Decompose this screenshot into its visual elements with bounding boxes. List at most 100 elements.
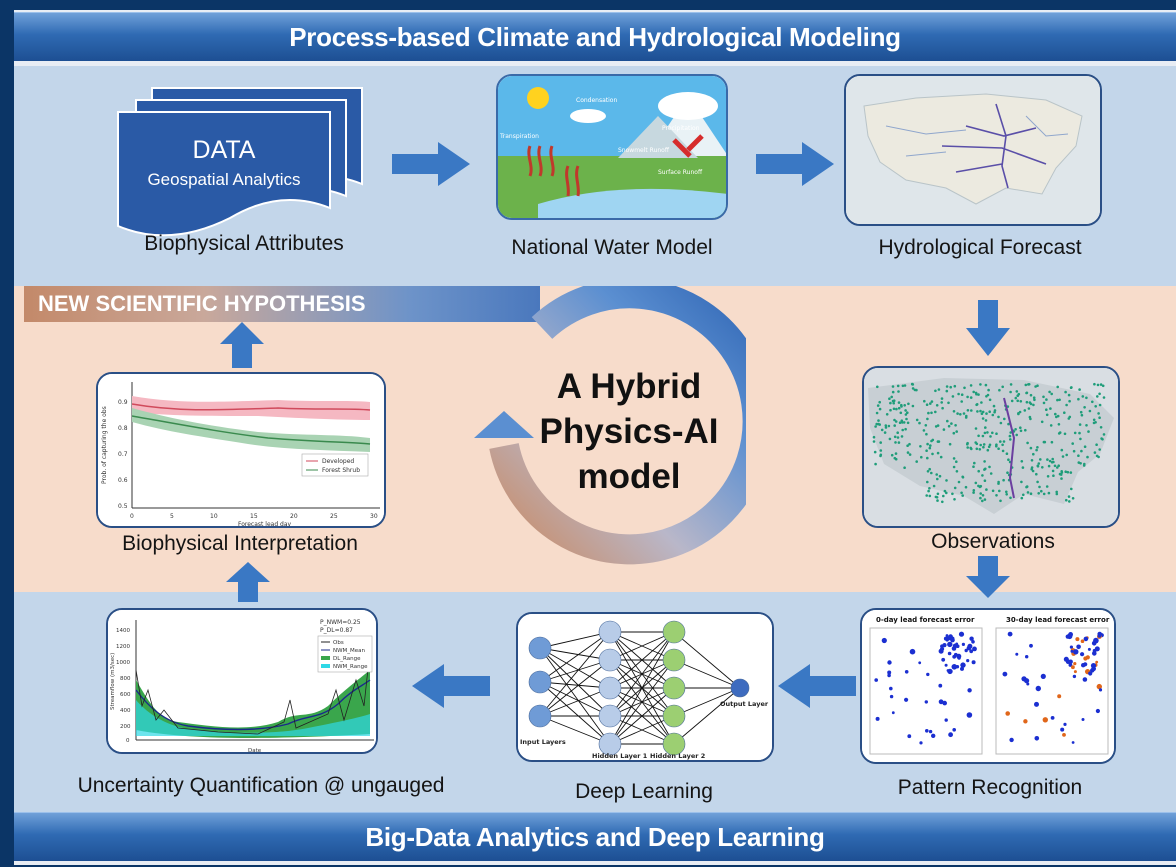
station-dot xyxy=(988,465,991,469)
station-dot xyxy=(1079,437,1082,441)
data-document-icon xyxy=(117,87,363,237)
label-pattern-recognition: Pattern Recognition xyxy=(897,776,1083,799)
error-dot xyxy=(960,662,966,668)
station-dot xyxy=(900,419,904,422)
station-dot xyxy=(945,389,949,393)
nn-node xyxy=(662,676,686,700)
station-dot xyxy=(1025,391,1029,395)
station-dot xyxy=(991,489,995,493)
station-dot xyxy=(902,421,906,424)
uq-legend-nwm-mean: NWM_Mean xyxy=(333,648,366,654)
station-dot xyxy=(985,488,988,491)
station-dot xyxy=(984,426,987,429)
uq-ytick-1400: 1400 xyxy=(116,628,130,634)
nn-connection xyxy=(673,687,741,717)
nn-node xyxy=(662,620,686,644)
station-dot xyxy=(985,395,988,398)
station-dot xyxy=(1101,438,1104,441)
station-dot xyxy=(877,422,880,426)
station-dot xyxy=(959,413,962,416)
error-dot xyxy=(945,634,949,637)
station-dot xyxy=(960,400,963,403)
station-dot xyxy=(1029,492,1033,495)
station-dot xyxy=(1048,459,1052,463)
error-dot xyxy=(891,711,895,715)
station-dot xyxy=(984,383,988,387)
station-dot xyxy=(884,426,888,429)
uq-ylabel: Streamflow (m3/sec) xyxy=(110,653,116,710)
station-dot xyxy=(1046,475,1050,478)
station-dot xyxy=(975,447,979,451)
station-dot xyxy=(961,494,964,497)
station-dot xyxy=(979,409,982,413)
station-dot xyxy=(876,385,879,389)
ytick-05: 0.5 xyxy=(118,503,128,510)
station-dot xyxy=(1009,438,1012,441)
station-dot xyxy=(986,431,989,434)
station-dot xyxy=(1049,424,1053,427)
error-dot xyxy=(1082,677,1088,682)
station-dot xyxy=(980,401,983,404)
station-dot xyxy=(885,413,889,416)
station-dot xyxy=(945,479,948,482)
station-dot xyxy=(928,494,932,498)
station-dot xyxy=(982,445,985,449)
error-dot xyxy=(904,670,909,674)
station-dot xyxy=(1029,417,1032,421)
station-dot xyxy=(1080,449,1083,453)
error-dot xyxy=(889,686,893,691)
station-dot xyxy=(1001,385,1004,389)
station-dot xyxy=(915,388,918,392)
station-dot xyxy=(1009,496,1012,500)
error-dot xyxy=(966,659,970,663)
station-dot xyxy=(995,494,998,497)
station-dot xyxy=(1038,485,1041,489)
station-dot xyxy=(906,421,910,425)
error-dot xyxy=(969,649,974,654)
error-dot xyxy=(874,678,878,682)
station-dot xyxy=(928,467,931,471)
station-dot xyxy=(1095,443,1098,446)
observations-map xyxy=(864,368,1118,526)
station-dot xyxy=(1032,403,1035,407)
station-dot xyxy=(975,392,978,396)
station-dot xyxy=(915,418,919,422)
station-dot xyxy=(1036,480,1039,484)
error-dot xyxy=(951,664,958,670)
station-dot xyxy=(1036,464,1040,468)
station-dot xyxy=(1097,412,1100,415)
station-dot xyxy=(934,410,937,414)
station-dot xyxy=(966,441,969,445)
station-dot xyxy=(987,388,990,392)
water-cycle-card: Condensation Transpiration Precipitation… xyxy=(496,74,728,220)
station-dot xyxy=(1002,478,1005,482)
label-uncertainty: Uncertainty Quantification @ ungauged xyxy=(77,774,445,797)
station-dot xyxy=(900,435,904,438)
station-dot xyxy=(1069,471,1073,474)
station-dot xyxy=(892,401,895,405)
nn-connection xyxy=(539,659,611,717)
station-dot xyxy=(934,389,937,393)
station-dot xyxy=(957,392,960,396)
station-dot xyxy=(896,431,899,434)
station-dot xyxy=(1020,496,1024,500)
station-dot xyxy=(1094,405,1097,408)
station-dot xyxy=(1002,440,1006,443)
station-dot xyxy=(1039,458,1042,461)
station-dot xyxy=(1099,383,1103,386)
station-dot xyxy=(979,443,982,447)
nn-connection xyxy=(539,659,611,683)
arrow-left-icon xyxy=(778,664,856,708)
station-dot xyxy=(1098,392,1101,396)
interpretation-chart: 0.9 0.8 0.7 0.6 0.5 0 5 10 15 20 25 30 F… xyxy=(98,374,384,526)
error-dot xyxy=(1024,678,1030,684)
station-dot xyxy=(1001,443,1004,447)
station-dot xyxy=(908,453,912,456)
label-biophysical-interpretation: Biophysical Interpretation xyxy=(122,532,358,555)
station-dot xyxy=(1078,388,1081,391)
station-dot xyxy=(1067,495,1071,498)
station-dot xyxy=(942,494,945,498)
station-dot xyxy=(884,424,888,427)
station-dot xyxy=(1056,398,1059,402)
error-dot xyxy=(1029,643,1033,648)
